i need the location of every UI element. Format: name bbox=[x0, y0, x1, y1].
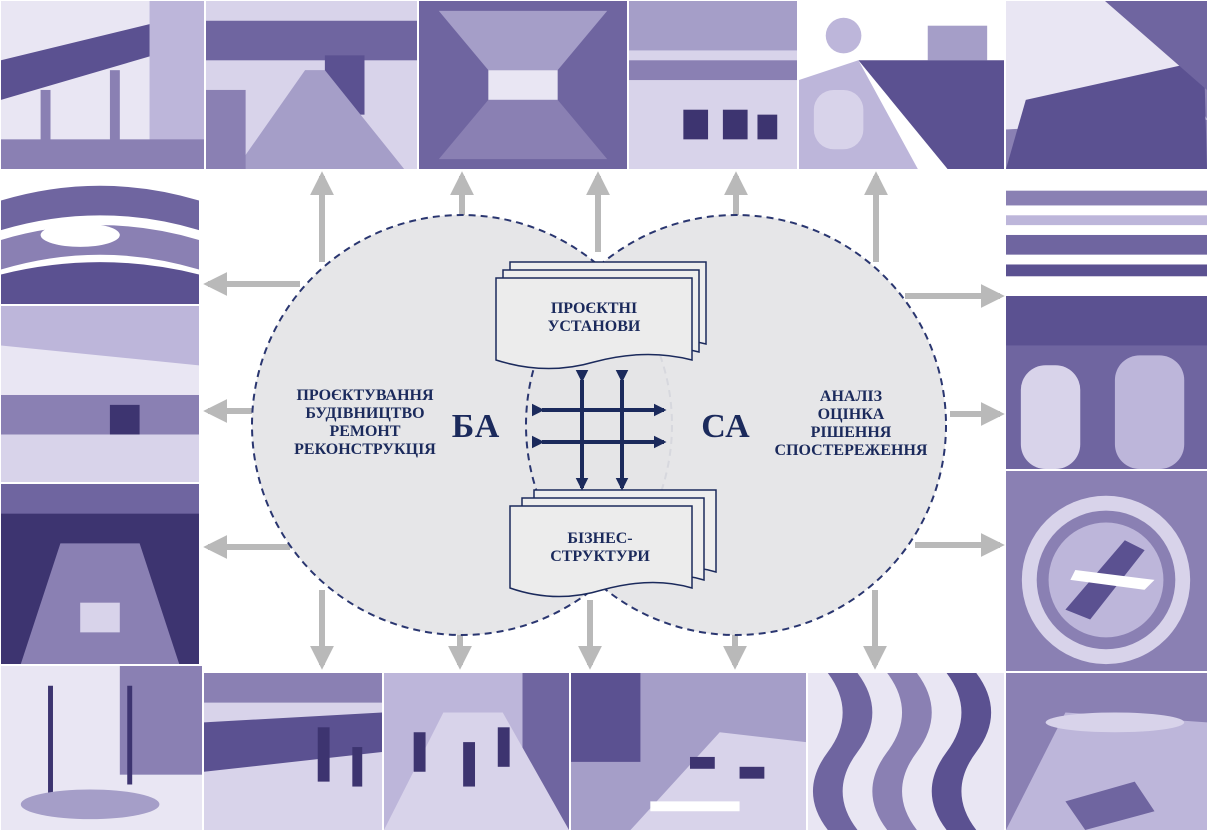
photo-toll-gate bbox=[205, 0, 418, 170]
photo-pedestrians bbox=[383, 672, 570, 831]
right-circle-activities: АНАЛІЗ ОЦІНКА РІШЕННЯ СПОСТЕРЕЖЕННЯ bbox=[756, 388, 946, 460]
right-circle-abbr: СА bbox=[701, 408, 751, 445]
double-arrow-grid-icon bbox=[531, 369, 667, 491]
right-circle-line-1: АНАЛІЗ bbox=[819, 388, 883, 405]
right-circle-line-2: ОЦІНКА bbox=[817, 405, 885, 423]
photo-plaza-trees bbox=[0, 665, 203, 831]
photo-sculpture-plaza bbox=[1005, 295, 1208, 470]
right-circle-line-3: РІШЕННЯ bbox=[810, 423, 892, 441]
photo-intersection bbox=[570, 672, 807, 831]
bottom-box-stack bbox=[509, 489, 717, 598]
photo-wave-pattern bbox=[807, 672, 1005, 831]
top-box-line-1: ПРОЄКТНІ bbox=[550, 300, 638, 317]
photo-median-road bbox=[798, 0, 1005, 170]
photo-hall-interior bbox=[0, 305, 200, 483]
top-box-label: ПРОЄКТНІ УСТАНОВИ bbox=[510, 300, 678, 336]
top-box-line-2: УСТАНОВИ bbox=[547, 317, 641, 335]
photo-university-seal bbox=[1005, 470, 1208, 672]
left-circle-abbr: БА bbox=[451, 408, 501, 445]
top-box-stack bbox=[495, 261, 707, 370]
photo-tunnel bbox=[418, 0, 628, 170]
left-circle-line-3: РЕМОНТ bbox=[329, 422, 401, 440]
left-circle-line-2: БУДІВНИЦТВО bbox=[305, 404, 425, 422]
photo-airplane-model bbox=[1005, 672, 1208, 831]
photo-wave-roof bbox=[0, 170, 200, 305]
outward-arrows bbox=[203, 171, 1005, 670]
photo-arena-interior bbox=[0, 483, 200, 665]
photo-overpass bbox=[0, 0, 205, 170]
photo-building-facade bbox=[1005, 0, 1208, 170]
photo-layered-structure bbox=[1005, 170, 1208, 295]
bottom-box-label: БІЗНЕС- СТРУКТУРИ bbox=[520, 530, 680, 566]
left-circle-line-1: ПРОЄКТУВАННЯ bbox=[296, 387, 434, 404]
left-circle-activities: ПРОЄКТУВАННЯ БУДІВНИЦТВО РЕМОНТ РЕКОНСТР… bbox=[282, 387, 448, 459]
left-circle-line-4: РЕКОНСТРУКЦІЯ bbox=[294, 440, 436, 458]
photo-sidewalk-bollards bbox=[203, 672, 383, 831]
bottom-box-line-2: СТРУКТУРИ bbox=[550, 547, 650, 565]
photo-bollards-road bbox=[628, 0, 798, 170]
right-circle-line-4: СПОСТЕРЕЖЕННЯ bbox=[774, 441, 928, 459]
bottom-box-line-1: БІЗНЕС- bbox=[567, 530, 633, 547]
